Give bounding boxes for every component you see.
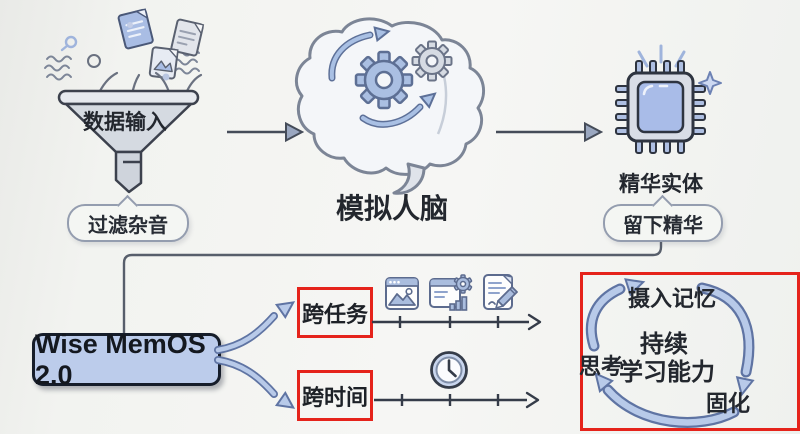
sparkle-icon	[698, 71, 722, 95]
brain-label: 模拟人脑	[335, 193, 448, 224]
funnel-label: 数据输入	[83, 111, 167, 134]
gear-large-icon	[354, 50, 414, 110]
image-window-icon	[385, 277, 419, 310]
timeline-arrow-icon	[372, 313, 542, 331]
pencil-icon	[495, 286, 518, 309]
cycle-step-ingest: 摄入记忆	[627, 286, 716, 311]
circle-decor-icon	[87, 54, 101, 68]
clock-icon	[430, 351, 468, 389]
brain-stem	[392, 162, 426, 195]
product-label: Wise MemOS 2.0	[35, 328, 206, 390]
timeline-arrow-icon	[374, 391, 540, 409]
dot-decor-icon	[127, 22, 133, 28]
chip-pins	[615, 60, 706, 154]
arrow-right-icon	[227, 121, 304, 143]
gear-small-icon	[411, 40, 453, 82]
cycle-arrows-icon	[585, 278, 755, 428]
dot-decor-icon	[162, 73, 170, 81]
retain-essence-bubble: 留下精华	[603, 194, 723, 242]
cycle-step-think: 思考	[578, 354, 623, 379]
document-image-icon	[148, 46, 179, 80]
analytics-window-icon	[429, 274, 473, 311]
brain-icon	[294, 17, 486, 195]
document-edit-icon	[483, 274, 518, 310]
filter-noise-label: 过滤杂音	[88, 214, 168, 237]
fork-arrows-icon	[214, 301, 296, 409]
arrow-right-icon	[496, 121, 603, 143]
gear-mini-icon	[453, 274, 473, 294]
cross-task-label: 跨任务	[301, 301, 368, 327]
funnel-icon	[44, 8, 205, 194]
rotate-arrows-icon	[328, 26, 437, 128]
magnifier-icon	[60, 35, 78, 52]
document-gray-icon	[170, 18, 205, 57]
cycle-center-line2: 学习能力	[619, 359, 715, 386]
barchart-mini-icon	[449, 296, 468, 311]
branch-cross-task-box: 跨任务	[297, 287, 373, 338]
branch-cross-time-box: 跨时间	[297, 370, 373, 421]
cross-time-label: 跨时间	[301, 384, 368, 410]
product-box: Wise MemOS 2.0	[32, 329, 221, 390]
learning-cycle-box	[580, 272, 800, 431]
retain-essence-label: 留下精华	[623, 214, 703, 237]
filter-noise-bubble: 过滤杂音	[67, 194, 189, 242]
cycle-step-consolidate: 固化	[705, 391, 750, 416]
document-blue-icon	[117, 8, 154, 50]
chip-icon	[615, 44, 722, 154]
cycle-center-line1: 持续	[640, 331, 688, 358]
chip-label: 精华实体	[619, 173, 703, 196]
